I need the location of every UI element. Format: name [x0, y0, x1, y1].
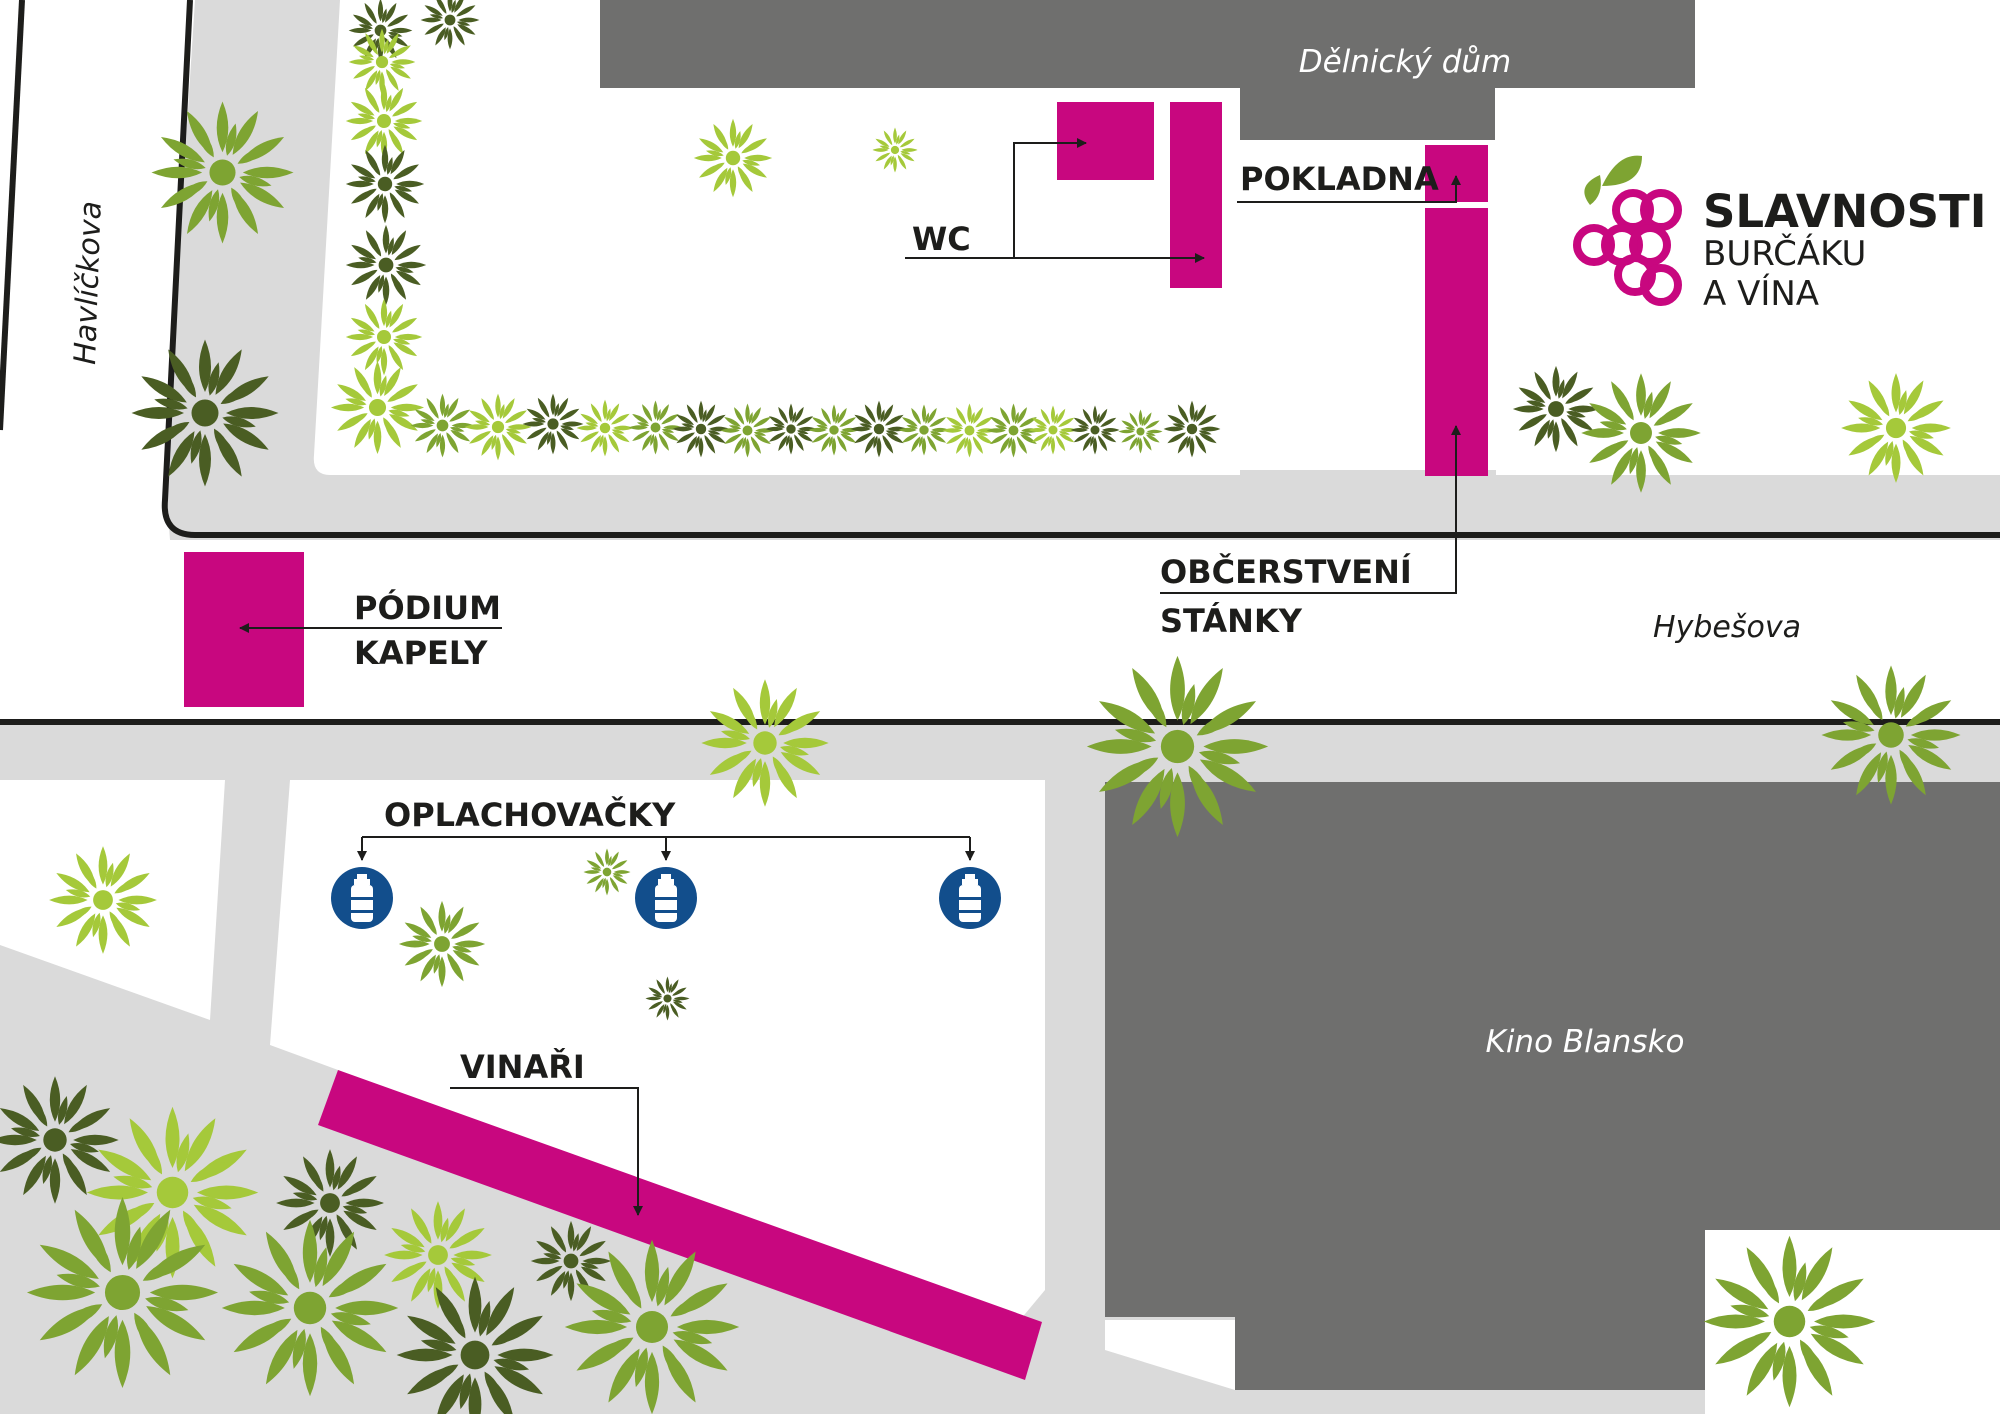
label-pokladna: POKLADNA [1240, 160, 1439, 198]
label-wc: WC [912, 220, 971, 258]
street-label-havlickova: Havlíčkova [68, 200, 109, 365]
logo-title: SLAVNOSTI [1703, 185, 1986, 238]
block-south [270, 780, 1045, 1320]
leader-wc-top [905, 138, 1087, 259]
label-oplachovacky: OPLACHOVAČKY [384, 795, 676, 834]
building-label-delnicky-dum: Dělnický dům [1299, 44, 1512, 80]
building-delnicky-annex [1240, 88, 1495, 140]
block-delnicky-garden [313, 0, 1240, 475]
leader-pokladna [1237, 175, 1461, 203]
venue-podium [184, 552, 304, 707]
block-south-small [1105, 1320, 1235, 1390]
building-kino-blansko [1105, 782, 2000, 1317]
street-label-hybesova: Hybešova [1653, 610, 1801, 645]
label-obcerstveni: OBČERSTVENÍ [1160, 552, 1412, 591]
leader-obcerstveni [1160, 425, 1461, 594]
water-bottle-icon [331, 867, 393, 929]
water-bottle-icon [635, 867, 697, 929]
leader-lines [239, 138, 1461, 1216]
building-kino-lower [1235, 1310, 1705, 1390]
label-podium: PÓDIUM [354, 588, 501, 627]
leader-vinari [450, 1087, 643, 1216]
venue-wc-square [1057, 102, 1154, 180]
venue-vinari [318, 1070, 1042, 1380]
label-stanky: STÁNKY [1160, 602, 1303, 640]
outline-lines [0, 0, 2000, 725]
label-kapely: KAPELY [354, 634, 488, 672]
festival-logo: SLAVNOSTI BURČÁKU A VÍNA [1573, 155, 1986, 314]
water-bottle-icon [939, 867, 1001, 929]
grapes-icon [1573, 155, 1682, 306]
building-delnicky-dum [600, 0, 1695, 88]
logo-line-3: A VÍNA [1703, 273, 1819, 314]
venue-wc-bar [1170, 102, 1222, 288]
label-vinari: VINAŘI [460, 1048, 585, 1086]
logo-line-2: BURČÁKU [1703, 233, 1866, 274]
building-label-kino-blansko: Kino Blansko [1485, 1024, 1684, 1060]
